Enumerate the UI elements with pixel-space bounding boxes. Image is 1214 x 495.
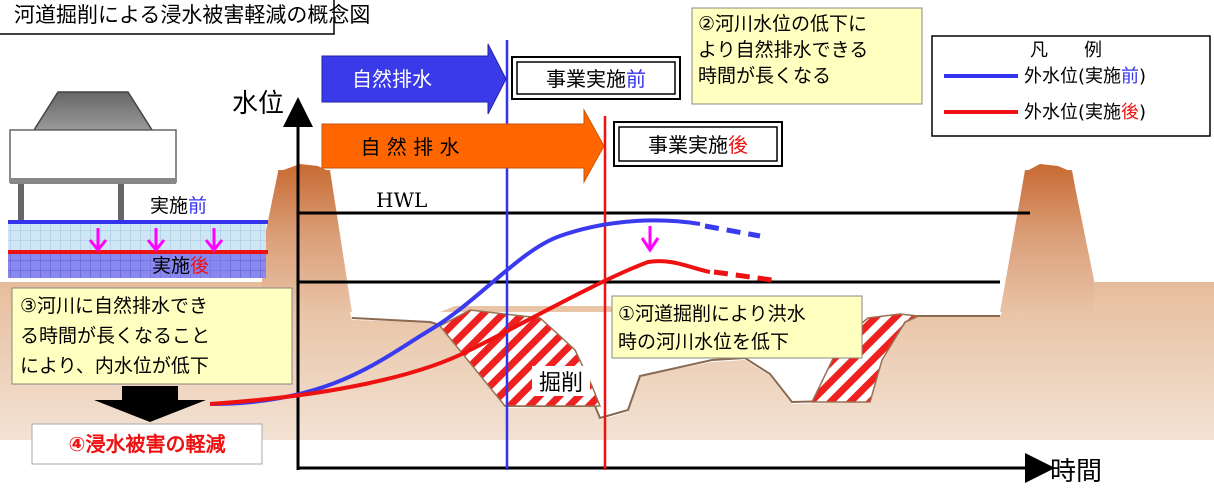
inland-after-label: 実施後 (152, 255, 209, 277)
result-arrow (94, 386, 206, 422)
svg-text:事業実施後: 事業実施後 (648, 133, 748, 157)
outer-level-before-curve (209, 218, 701, 406)
drain-before-label: 自然排水 (352, 67, 432, 91)
svg-text:①河道掘削により洪水 時の河川水位を低下: ①河道掘削により洪水 時の河川水位を低下 (618, 303, 812, 353)
outer-level-before-dashed (704, 223, 761, 239)
note-1: ①河道掘削により洪水 時の河川水位を低下 (611, 295, 863, 359)
y-axis-label: 水位 (232, 89, 284, 119)
drain-arrow-before: 自然排水 (321, 43, 507, 115)
legend-title: 凡 例 (1030, 40, 1102, 61)
inland-drop-arrows (88, 228, 224, 253)
box-before: 事業実施前 (511, 56, 681, 100)
svg-text:③河川に自然排水でき る時間が長くなること: ③河川に自然排水でき る時間が長くなること により、内水位が低下 (20, 295, 216, 377)
note-4-text: ④浸水被害の軽減 (69, 432, 226, 456)
legend: 凡 例 外水位(実施前) 外水位(実施後) (931, 35, 1211, 137)
outer-level-after-dashed (713, 269, 773, 283)
inland-before-label: 実施前 (150, 195, 207, 217)
left-levee (262, 164, 350, 312)
svg-text:事業実施前: 事業実施前 (546, 67, 646, 91)
hwl-label: HWL (376, 188, 427, 212)
diagram-title: 河道掘削による浸水被害軽減の概念図 (14, 3, 370, 27)
excavation-areas: 掘削 (438, 309, 921, 407)
note-4: ④浸水被害の軽減 (31, 423, 263, 465)
outer-drop-arrow (640, 226, 660, 253)
excavation-label: 掘削 (539, 371, 583, 396)
legend-item-before: 外水位(実施前) (1024, 66, 1146, 87)
note-2: ②河川水位の低下に より自然排水できる 時間が長くなる (691, 7, 923, 105)
outer-level-after-curve (209, 259, 711, 406)
title-box: 河道掘削による浸水被害軽減の概念図 (0, 0, 370, 35)
house (8, 91, 268, 278)
box-after: 事業実施後 (613, 121, 783, 167)
note-3: ③河川に自然排水でき る時間が長くなること により、内水位が低下 (11, 287, 293, 385)
right-levee (1000, 164, 1094, 312)
legend-item-after: 外水位(実施後) (1024, 102, 1146, 123)
svg-text:②河川水位の低下に より自然排水できる: ②河川水位の低下に より自然排水できる 時間が長くなる (698, 13, 874, 87)
x-axis-label: 時間 (1050, 457, 1102, 487)
drain-arrow-after: 自 然 排 水 (321, 108, 605, 184)
drain-after-label: 自 然 排 水 (360, 135, 459, 159)
